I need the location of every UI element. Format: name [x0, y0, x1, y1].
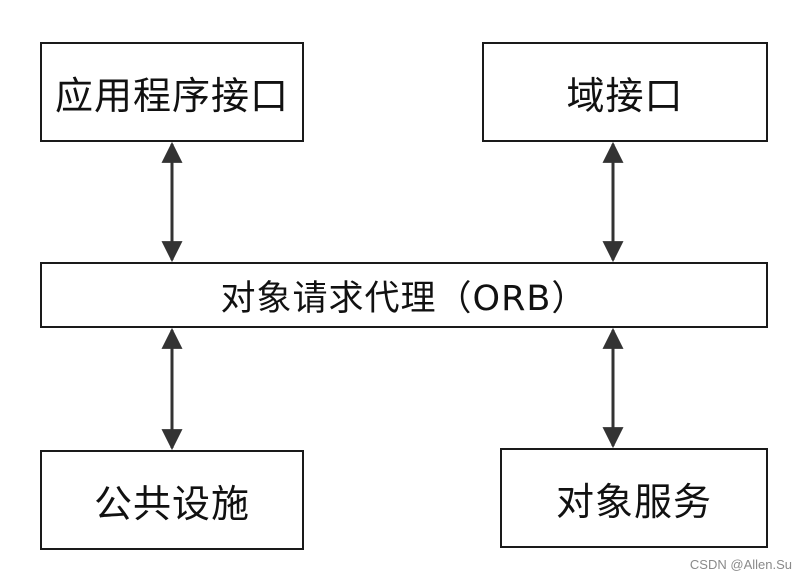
- object-services-box: 对象服务: [500, 448, 768, 548]
- app-interface-label: 应用程序接口: [54, 73, 289, 118]
- common-facilities-label: 公共设施: [93, 481, 250, 526]
- orb-label: 对象请求代理（ORB）: [220, 278, 588, 319]
- watermark: CSDN @Allen.Su: [689, 557, 792, 572]
- common-facilities-box: 公共设施: [40, 450, 304, 550]
- app-interface-box: 应用程序接口: [40, 42, 304, 142]
- object-services-label: 对象服务: [555, 479, 712, 524]
- domain-interface-label: 域接口: [566, 73, 684, 118]
- orb-box: 对象请求代理（ORB）: [40, 262, 768, 328]
- domain-interface-box: 域接口: [482, 42, 768, 142]
